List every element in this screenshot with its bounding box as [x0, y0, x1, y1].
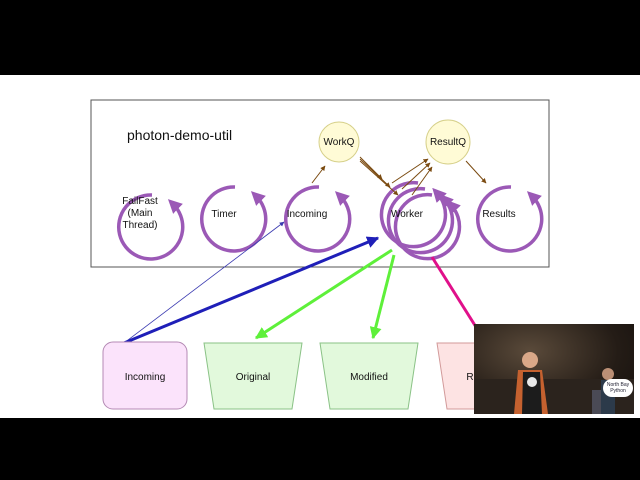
- resultq-label: ResultQ: [430, 137, 466, 148]
- store-modified: Modified: [319, 342, 419, 410]
- arrow-worker-to-original: [254, 248, 393, 340]
- store-incoming: Incoming: [102, 341, 188, 410]
- incoming-loop: Incoming: [283, 185, 352, 253]
- timer-label: Timer: [211, 209, 237, 220]
- workq-node: WorkQ: [318, 121, 360, 163]
- failfast-loop: FailFast (Main Thread): [116, 193, 185, 261]
- failfast-label-1: FailFast: [122, 196, 158, 207]
- store-results-label: R: [466, 372, 473, 383]
- resultq-node: ResultQ: [425, 119, 471, 165]
- speaker-video-overlay: North Bay Python: [474, 324, 634, 414]
- results-label: Results: [482, 209, 515, 220]
- arrow-worker-to-results: [430, 256, 478, 328]
- incoming-label: Incoming: [287, 209, 328, 220]
- slide: photon-demo-util WorkQ ResultQ FailFast …: [0, 75, 640, 418]
- workq-label: WorkQ: [324, 137, 355, 148]
- arrow-incoming-to-loop: [123, 221, 285, 344]
- store-original-label: Original: [236, 372, 270, 383]
- badge-line-1: North Bay: [606, 382, 630, 388]
- container-box: [90, 99, 550, 268]
- arrow-worker-to-modified: [369, 254, 396, 340]
- queue-arrows: [311, 156, 487, 196]
- timer-loop: Timer: [199, 185, 268, 253]
- results-loop: Results: [475, 185, 544, 253]
- store-modified-label: Modified: [350, 372, 388, 383]
- speaker-figure: [474, 352, 634, 414]
- store-incoming-label: Incoming: [125, 372, 166, 383]
- arrow-incoming-to-worker: [123, 236, 380, 345]
- worker-loop-stack: Worker: [379, 180, 462, 261]
- badge-line-2: Python: [610, 388, 626, 394]
- store-original: Original: [203, 342, 303, 410]
- diagram-title: photon-demo-util: [127, 127, 232, 143]
- worker-label: Worker: [391, 209, 424, 220]
- failfast-label-3: Thread): [122, 220, 157, 231]
- failfast-label-2: (Main: [127, 208, 152, 219]
- north-bay-python-badge: North Bay Python: [603, 379, 633, 397]
